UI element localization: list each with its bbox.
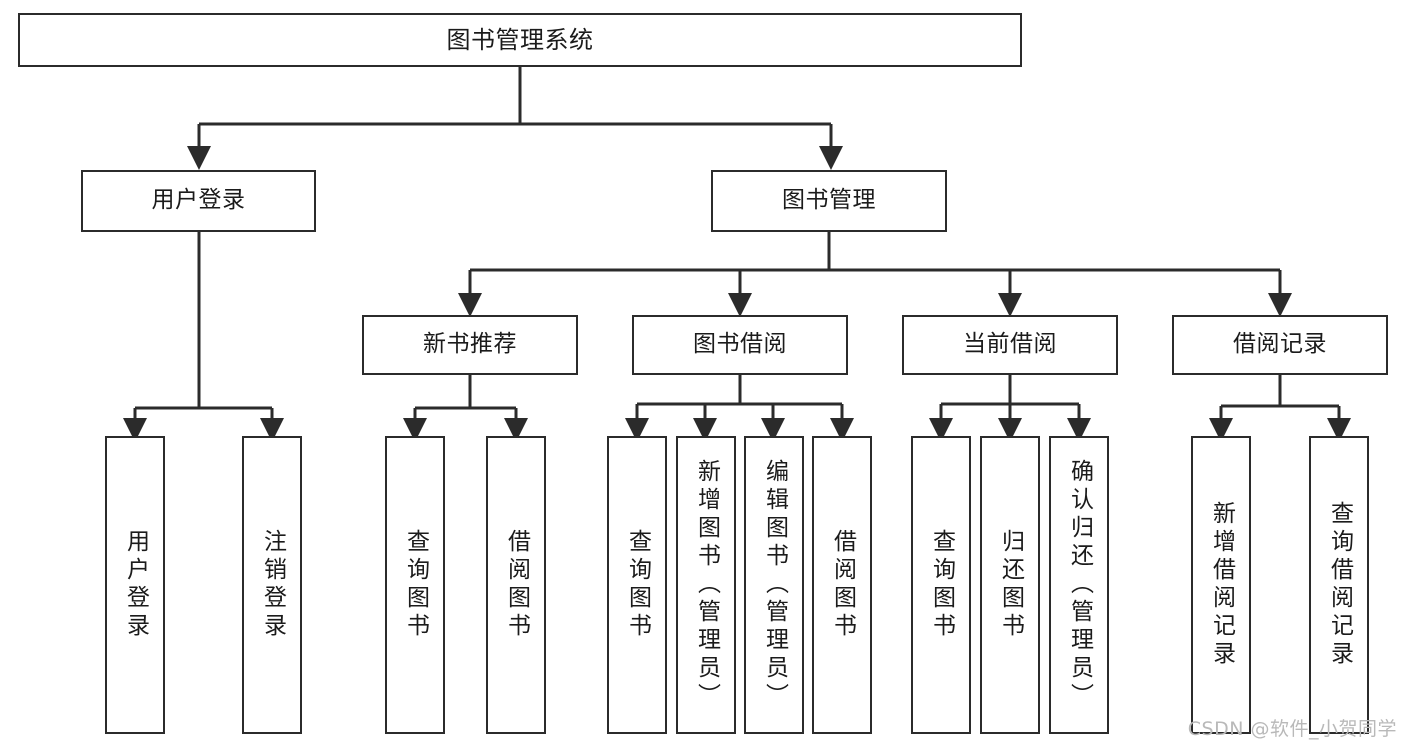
node-borrow-record[interactable]: 借阅记录 [1172,315,1388,375]
node-leaf-query-book-2[interactable]: 查询图书 [607,436,667,734]
watermark-text: CSDN @软件_小贺同学 [1187,718,1397,740]
node-current-borrow-label: 当前借阅 [963,331,1057,358]
node-leaf-confirm-return[interactable]: 确认归还（管理员） [1049,436,1109,734]
node-leaf-return-book-label: 归还图书 [997,529,1024,641]
node-leaf-edit-book-label: 编辑图书（管理员） [761,459,788,711]
node-new-book-recommend-label: 新书推荐 [423,331,517,358]
node-book-manage-label: 图书管理 [782,187,876,214]
node-leaf-return-book[interactable]: 归还图书 [980,436,1040,734]
node-user-login-label: 用户登录 [151,187,246,214]
node-leaf-confirm-return-label: 确认归还（管理员） [1066,459,1093,711]
node-leaf-query-book-1-label: 查询图书 [402,529,429,641]
node-leaf-user-login[interactable]: 用户登录 [105,436,165,734]
node-book-borrow-label: 图书借阅 [693,331,787,358]
node-leaf-borrow-book-1-label: 借阅图书 [503,529,530,641]
node-user-login[interactable]: 用户登录 [81,170,316,232]
node-leaf-query-record[interactable]: 查询借阅记录 [1309,436,1369,734]
node-leaf-query-book-3[interactable]: 查询图书 [911,436,971,734]
node-root-label: 图书管理系统 [446,25,594,54]
node-leaf-borrow-book-2-label: 借阅图书 [829,529,856,641]
node-leaf-add-record-label: 新增借阅记录 [1208,501,1235,669]
node-current-borrow[interactable]: 当前借阅 [902,315,1118,375]
node-borrow-record-label: 借阅记录 [1233,331,1327,358]
node-leaf-query-book-3-label: 查询图书 [928,529,955,641]
node-leaf-query-record-label: 查询借阅记录 [1326,501,1353,669]
node-leaf-add-book[interactable]: 新增图书（管理员） [676,436,736,734]
node-leaf-user-logout-label: 注销登录 [259,529,286,641]
node-root[interactable]: 图书管理系统 [18,13,1022,67]
node-leaf-borrow-book-2[interactable]: 借阅图书 [812,436,872,734]
node-leaf-edit-book[interactable]: 编辑图书（管理员） [744,436,804,734]
node-leaf-query-book-1[interactable]: 查询图书 [385,436,445,734]
node-book-manage[interactable]: 图书管理 [711,170,947,232]
node-leaf-borrow-book-1[interactable]: 借阅图书 [486,436,546,734]
node-leaf-add-record[interactable]: 新增借阅记录 [1191,436,1251,734]
node-leaf-user-login-label: 用户登录 [122,529,149,641]
node-leaf-user-logout[interactable]: 注销登录 [242,436,302,734]
node-leaf-add-book-label: 新增图书（管理员） [693,459,720,711]
node-leaf-query-book-2-label: 查询图书 [624,529,651,641]
node-book-borrow[interactable]: 图书借阅 [632,315,848,375]
node-new-book-recommend[interactable]: 新书推荐 [362,315,578,375]
